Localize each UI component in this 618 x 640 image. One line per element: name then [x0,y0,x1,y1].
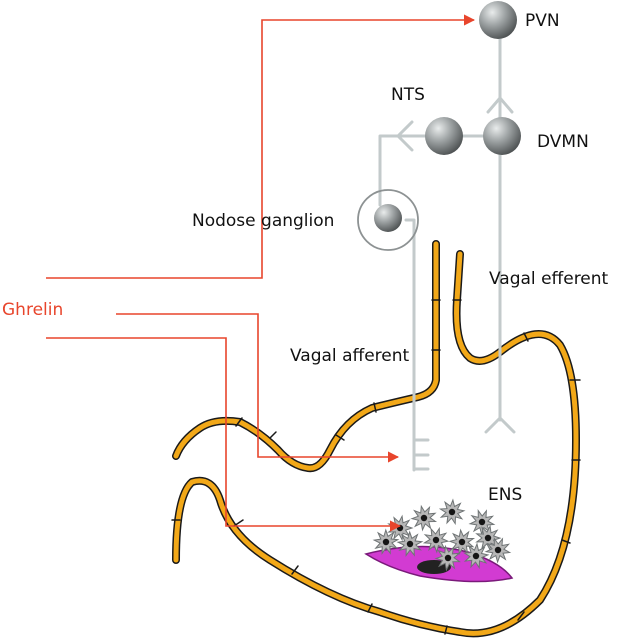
vagal-nerves [378,36,516,472]
vagal-afferent-endings [412,438,430,471]
vagal-efferent-ending [484,416,516,434]
label-ghrelin: Ghrelin [2,300,63,320]
label-dvmn: DVMN [537,132,589,152]
ens-neuron-nucleus [494,546,502,554]
ens-neuron-nucleus [432,536,440,544]
label-vagal-afferent: Vagal afferent [290,346,410,366]
ghrelin-to-pvn-arrow [46,14,476,279]
label-pvn: PVN [525,11,560,31]
ens-neuron-nucleus [420,514,428,522]
ens-neuron-nucleus [448,508,456,516]
stomach [171,240,581,638]
nts-neuron [425,117,463,155]
label-vagal-efferent: Vagal efferent [489,269,609,289]
label-nts: NTS [391,85,425,105]
ens-neuron-nucleus [458,538,466,546]
ens-cluster [364,498,514,583]
vagal-afferent-fibre [404,218,416,472]
stomach-greater-curvature [172,250,580,638]
pvn-neuron [479,1,517,39]
ens-neuron-nucleus [444,554,452,562]
dvmn-neuron [483,117,521,155]
ens-neuron-nucleus [484,534,492,542]
label-nodose-ganglion: Nodose ganglion [192,211,334,231]
ens-neuron-nucleus [406,540,414,548]
nodose-ganglion [357,189,419,251]
ens-neurons [372,498,512,572]
label-ens: ENS [488,485,522,505]
ghrelin-pathways [46,14,476,532]
ens-neuron-nucleus [472,552,480,560]
ens-neuron-nucleus [382,538,390,546]
ens-neuron-nucleus [478,518,486,526]
ghrelin-to-afferent-arrow [116,313,400,463]
stomach-segment-ticks [171,299,581,635]
ghrelin-to-ens-arrow [46,337,402,532]
nodose-neuron [374,204,402,232]
